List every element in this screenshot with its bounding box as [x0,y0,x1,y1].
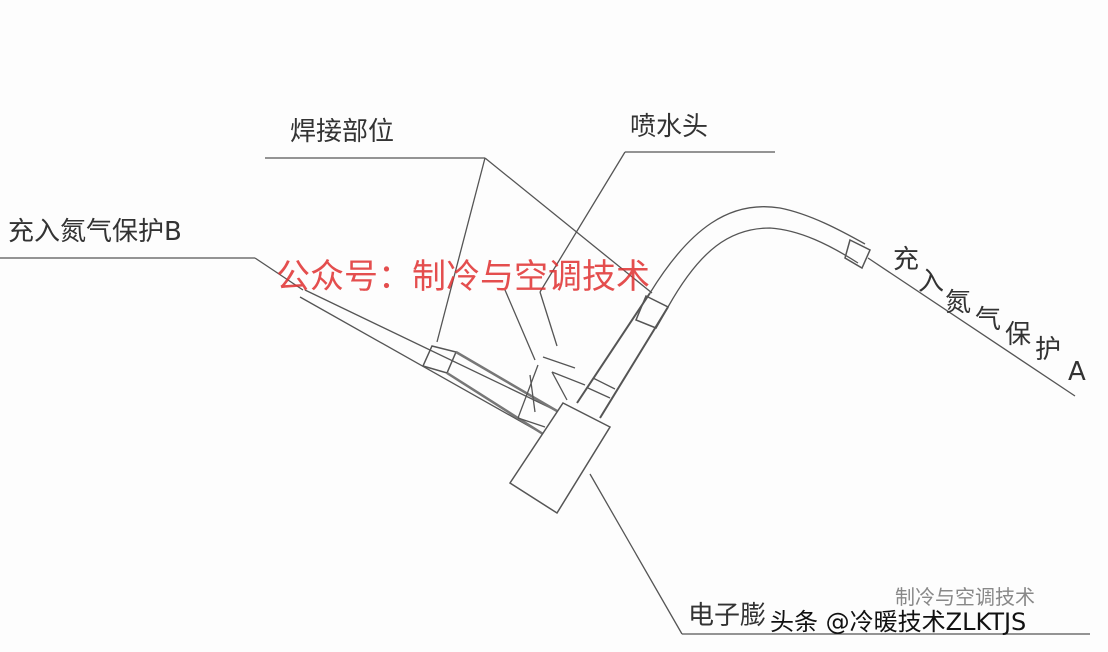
center-watermark: 公众号：制冷与空调技术 [276,257,650,297]
nitrogen-b-leader [0,257,304,291]
nozzle [504,289,586,428]
right-pipe [576,206,871,419]
faint-watermark: 制冷与空调技术 [895,585,1035,609]
left-pipe [299,289,558,436]
nozzle-leader [539,151,775,293]
valve-leader [589,473,1090,635]
weld-leader [265,157,653,343]
svg-text:保: 保 [1005,320,1031,350]
weld-label: 焊接部位 [290,117,394,147]
svg-text:充: 充 [893,245,919,275]
nitrogen-a-label: 充 入 氮 气 保 护 A [893,245,1086,387]
brand-watermark: 头条 @冷暖技术ZLKTJS [770,608,1026,636]
svg-text:入: 入 [918,267,944,297]
valve-body [508,402,612,515]
svg-text:护: 护 [1035,335,1061,365]
valve-label: 电子膨 [688,601,766,631]
svg-text:气: 气 [975,305,1001,335]
nitrogen-a-leader [867,257,1076,397]
svg-text:A: A [1068,357,1086,387]
svg-text:氮: 氮 [945,288,971,318]
nozzle-label: 喷水头 [630,112,708,142]
nitrogen-b-label: 充入氮气保护B [8,217,182,247]
